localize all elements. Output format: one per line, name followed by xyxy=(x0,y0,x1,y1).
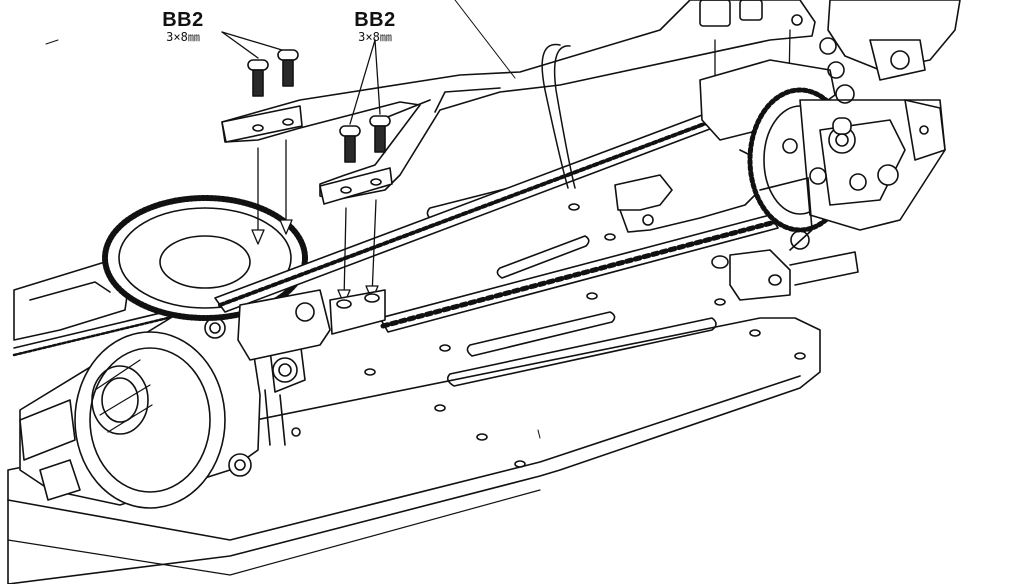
stray-mark xyxy=(537,429,541,439)
callout-code: BB2 xyxy=(354,9,396,31)
drive-belt-lower xyxy=(379,214,779,333)
callout-size: 3×8㎜ xyxy=(358,30,392,44)
callout-size: 3×8㎜ xyxy=(166,30,200,44)
callout-code: BB2 xyxy=(162,9,204,31)
wire xyxy=(541,43,576,189)
stray-mark xyxy=(45,39,59,45)
front-pulley-assembly xyxy=(699,0,961,251)
deck-tab-left xyxy=(221,105,303,143)
screw-bb2 xyxy=(247,49,391,163)
rear-bulkhead xyxy=(12,261,306,509)
deck-tab-right xyxy=(319,167,393,205)
screw-callout-right: BB2 3×8㎜ xyxy=(340,10,410,44)
leader-lines xyxy=(221,0,516,125)
center-posts xyxy=(237,289,386,361)
screw-callout-left: BB2 3×8㎜ xyxy=(148,10,218,44)
